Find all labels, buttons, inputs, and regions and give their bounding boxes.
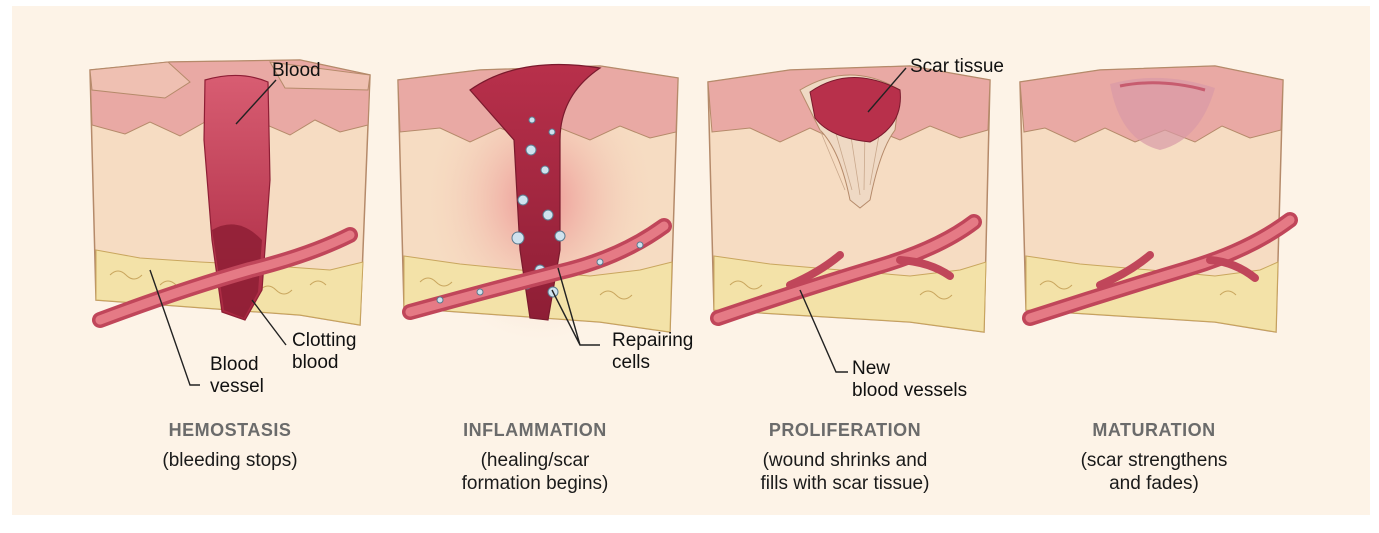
stage-title: PROLIFERATION	[695, 420, 995, 441]
stage-description: (bleeding stops)	[80, 449, 380, 472]
stage-description: fills with scar tissue)	[695, 472, 995, 495]
stage-description: formation begins)	[385, 472, 685, 495]
inflammation-skin-block	[398, 60, 678, 340]
stage-title: HEMOSTASIS	[80, 420, 380, 441]
stage-description: and fades)	[1004, 472, 1304, 495]
stage-hemostasis: HEMOSTASIS (bleeding stops)	[80, 420, 380, 472]
label-repairing-cells: Repairing cells	[612, 330, 693, 374]
label-scar-tissue: Scar tissue	[910, 56, 1004, 78]
stage-proliferation: PROLIFERATION (wound shrinks and fills w…	[695, 420, 995, 495]
label-clotting-blood: Clotting blood	[292, 330, 356, 374]
hemostasis-skin-block	[90, 60, 370, 325]
label-blood: Blood	[272, 60, 321, 82]
stage-description: (wound shrinks and	[695, 449, 995, 472]
stage-inflammation: INFLAMMATION (healing/scar formation beg…	[385, 420, 685, 495]
label-blood-vessel: Blood vessel	[210, 354, 264, 398]
maturation-skin-block	[1020, 66, 1290, 332]
stage-title: INFLAMMATION	[385, 420, 685, 441]
stage-maturation: MATURATION (scar strengthens and fades)	[1004, 420, 1304, 495]
proliferation-skin-block	[708, 66, 990, 332]
stage-description: (healing/scar	[385, 449, 685, 472]
stage-title: MATURATION	[1004, 420, 1304, 441]
stage-description: (scar strengthens	[1004, 449, 1304, 472]
label-new-blood-vessels: New blood vessels	[852, 358, 967, 402]
